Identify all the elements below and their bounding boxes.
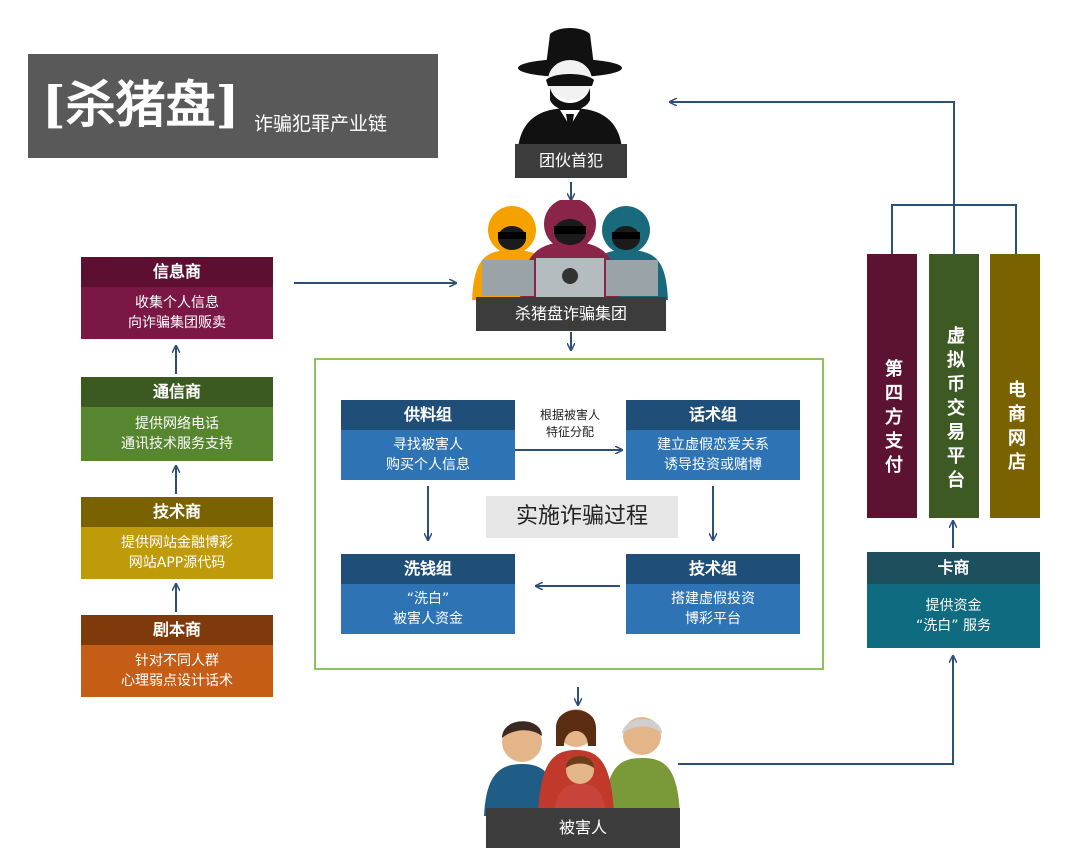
group-tech: 技术组 搭建虚假投资 博彩平台 bbox=[626, 554, 800, 634]
supplier-script-line-1: 针对不同人群 bbox=[135, 653, 219, 669]
group-launder-title: 洗钱组 bbox=[341, 554, 515, 584]
group-supply-title: 供料组 bbox=[341, 400, 515, 430]
victim-label: 被害人 bbox=[486, 808, 680, 848]
assignment-label-line-2: 特征分配 bbox=[545, 425, 594, 439]
group-supply-desc: 寻找被害人 购买个人信息 bbox=[341, 430, 515, 480]
card-dealer: 卡商 提供资金 “洗白” 服务 bbox=[867, 552, 1040, 648]
supplier-comm-title: 通信商 bbox=[81, 377, 273, 407]
card-dealer-line-2: “洗白” 服务 bbox=[916, 618, 991, 634]
supplier-comm: 通信商 提供网络电话 通讯技术服务支持 bbox=[81, 377, 273, 461]
group-supply-line-1: 寻找被害人 bbox=[393, 437, 463, 453]
supplier-tech-title: 技术商 bbox=[81, 497, 273, 527]
criminal-boss-icon bbox=[518, 28, 622, 148]
arrow-victim-to-card bbox=[678, 656, 953, 765]
supplier-tech-line-2: 网站APP源代码 bbox=[128, 555, 226, 571]
group-launder-line-1: “洗白” bbox=[406, 591, 450, 607]
supplier-info: 信息商 收集个人信息 向诈骗集团贩卖 bbox=[81, 257, 273, 339]
arrow-channels-to-boss bbox=[670, 102, 1017, 254]
title-main: [杀猪盘] bbox=[42, 75, 240, 134]
channel-fourth-party-payment: 第四方支付 bbox=[867, 254, 917, 518]
group-supply-line-2: 购买个人信息 bbox=[386, 457, 470, 473]
group-tech-title: 技术组 bbox=[626, 554, 800, 584]
supplier-info-desc: 收集个人信息 向诈骗集团贩卖 bbox=[81, 287, 273, 339]
process-frame bbox=[314, 358, 824, 670]
assignment-label: 根据被害人 特征分配 bbox=[520, 407, 620, 441]
title-banner: [杀猪盘] 诈骗犯罪产业链 bbox=[28, 54, 438, 158]
card-dealer-desc: 提供资金 “洗白” 服务 bbox=[867, 584, 1040, 648]
supplier-tech-line-1: 提供网站金融博彩 bbox=[121, 535, 233, 551]
channel-crypto-exchange-label: 虚拟币交易平台 bbox=[944, 326, 965, 494]
supplier-info-line-2: 向诈骗集团贩卖 bbox=[128, 315, 226, 331]
supplier-info-title: 信息商 bbox=[81, 257, 273, 287]
gang-label: 杀猪盘诈骗集团 bbox=[476, 297, 666, 331]
group-launder-desc: “洗白” 被害人资金 bbox=[341, 584, 515, 634]
supplier-comm-line-2: 通讯技术服务支持 bbox=[121, 436, 233, 452]
supplier-comm-desc: 提供网络电话 通讯技术服务支持 bbox=[81, 407, 273, 461]
channel-crypto-exchange: 虚拟币交易平台 bbox=[929, 254, 979, 518]
assignment-label-line-1: 根据被害人 bbox=[539, 408, 600, 422]
group-tech-desc: 搭建虚假投资 博彩平台 bbox=[626, 584, 800, 634]
group-script-line-2: 诱导投资或赌博 bbox=[664, 457, 762, 473]
card-dealer-line-1: 提供资金 bbox=[925, 598, 982, 614]
channel-fourth-party-payment-label: 第四方支付 bbox=[882, 359, 903, 479]
group-script: 话术组 建立虚假恋爱关系 诱导投资或赌博 bbox=[626, 400, 800, 480]
channel-ecommerce-shop: 电商网店 bbox=[990, 254, 1040, 518]
supplier-script-line-2: 心理弱点设计话术 bbox=[121, 673, 233, 689]
supplier-tech-desc: 提供网站金融博彩 网站APP源代码 bbox=[81, 527, 273, 579]
group-tech-line-1: 搭建虚假投资 bbox=[671, 591, 755, 607]
group-tech-line-2: 博彩平台 bbox=[685, 611, 741, 627]
group-launder: 洗钱组 “洗白” 被害人资金 bbox=[341, 554, 515, 634]
supplier-comm-line-1: 提供网络电话 bbox=[135, 416, 219, 432]
supplier-script-desc: 针对不同人群 心理弱点设计话术 bbox=[81, 645, 273, 697]
title-subtitle: 诈骗犯罪产业链 bbox=[254, 113, 388, 135]
boss-label: 团伙首犯 bbox=[515, 144, 627, 178]
victims-group-icon bbox=[484, 709, 680, 816]
hacker-group-icon bbox=[472, 200, 668, 300]
supplier-script-title: 剧本商 bbox=[81, 615, 273, 645]
group-script-title: 话术组 bbox=[626, 400, 800, 430]
group-script-desc: 建立虚假恋爱关系 诱导投资或赌博 bbox=[626, 430, 800, 480]
card-dealer-title: 卡商 bbox=[867, 552, 1040, 584]
supplier-info-line-1: 收集个人信息 bbox=[135, 295, 219, 311]
group-script-line-1: 建立虚假恋爱关系 bbox=[657, 437, 769, 453]
supplier-script: 剧本商 针对不同人群 心理弱点设计话术 bbox=[81, 615, 273, 697]
supplier-tech: 技术商 提供网站金融博彩 网站APP源代码 bbox=[81, 497, 273, 579]
process-label: 实施诈骗过程 bbox=[486, 496, 678, 538]
group-supply: 供料组 寻找被害人 购买个人信息 bbox=[341, 400, 515, 480]
group-launder-line-2: 被害人资金 bbox=[393, 611, 463, 627]
channel-ecommerce-shop-label: 电商网店 bbox=[1005, 380, 1026, 476]
